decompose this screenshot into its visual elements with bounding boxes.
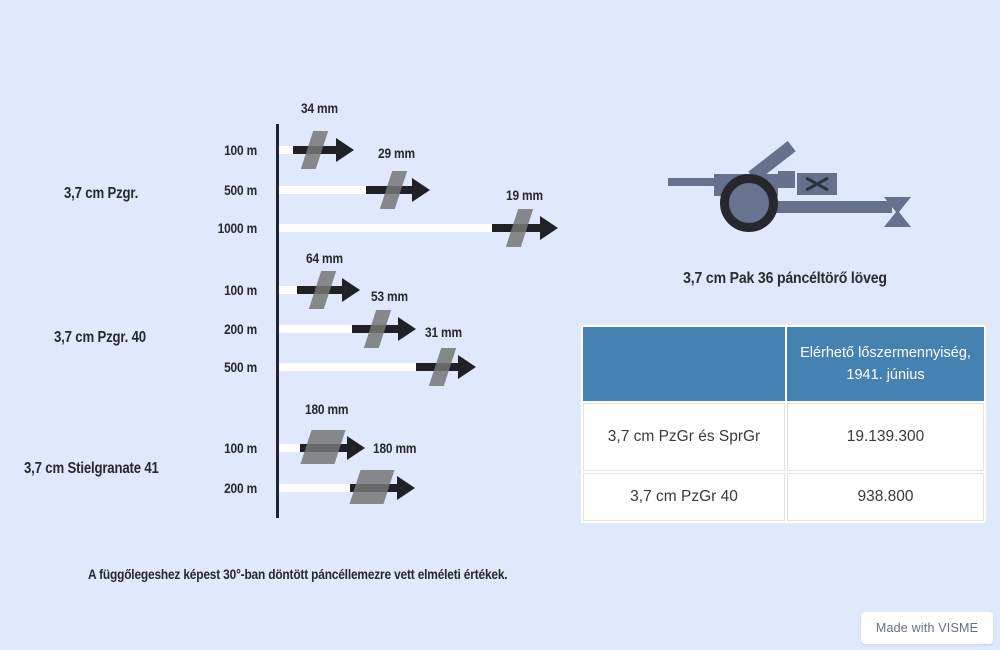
made-with-visme-badge[interactable]: Made with VISME	[861, 612, 993, 644]
chart-axis-line	[276, 124, 279, 518]
gun-trail-spade	[884, 197, 911, 227]
gun-mount-box	[778, 171, 795, 188]
range-bar	[279, 146, 300, 154]
gun-caption: 3,7 cm Pak 36 páncéltörő löveg	[683, 270, 887, 287]
range-label: 500 m	[224, 359, 257, 375]
gun-trail	[770, 201, 892, 213]
gun-wheel	[720, 174, 778, 232]
table-cell-ammo-amount: 938.800	[787, 473, 984, 521]
penetration-value-label: 180 mm	[373, 440, 417, 456]
penetration-value-label: 19 mm	[506, 187, 543, 203]
penetration-value-label: 34 mm	[301, 100, 338, 116]
penetration-value-label: 180 mm	[305, 401, 349, 417]
table-cell-ammo-name: 3,7 cm PzGr és SprGr	[583, 403, 785, 471]
ammo-table: Elérhető lőszermennyiség, 1941. június 3…	[581, 325, 986, 523]
table-cell-ammo-amount: 19.139.300	[787, 403, 984, 471]
penetration-value-label: 31 mm	[425, 324, 462, 340]
range-bar	[279, 286, 301, 294]
weapon-label-pzgr: 3,7 cm Pzgr.	[64, 185, 139, 202]
weapon-label-stielgranate: 3,7 cm Stielgranate 41	[24, 460, 159, 477]
range-bar	[279, 325, 355, 333]
chart-footnote: A függőlegeshez képest 30°-ban döntött p…	[88, 566, 508, 582]
range-label: 200 m	[224, 480, 257, 496]
range-label: 100 m	[224, 142, 257, 158]
table-header-line2: 1941. június	[846, 367, 925, 383]
gun-barrel	[668, 178, 724, 186]
table-header-line1: Elérhető lőszermennyiség,	[800, 344, 971, 361]
gun-ammo-box	[797, 173, 837, 195]
penetration-value-label: 64 mm	[306, 250, 343, 266]
range-label: 500 m	[224, 182, 257, 198]
table-header-empty-cell	[583, 327, 785, 401]
table-cell-ammo-name: 3,7 cm PzGr 40	[583, 473, 785, 521]
range-label: 200 m	[224, 321, 257, 337]
range-label: 100 m	[224, 440, 257, 456]
penetration-value-label: 29 mm	[378, 145, 415, 161]
weapon-label-pzgr40: 3,7 cm Pzgr. 40	[54, 329, 146, 346]
table-header-ammo-cell: Elérhető lőszermennyiség, 1941. június	[787, 327, 984, 401]
range-bar	[279, 363, 418, 371]
range-bar	[279, 444, 303, 452]
x-mark-icon	[805, 176, 829, 192]
range-label: 1000 m	[217, 220, 258, 236]
range-bar	[279, 484, 352, 492]
range-bar	[279, 224, 498, 232]
range-bar	[279, 186, 372, 194]
penetration-value-label: 53 mm	[371, 288, 408, 304]
range-label: 100 m	[224, 282, 257, 298]
